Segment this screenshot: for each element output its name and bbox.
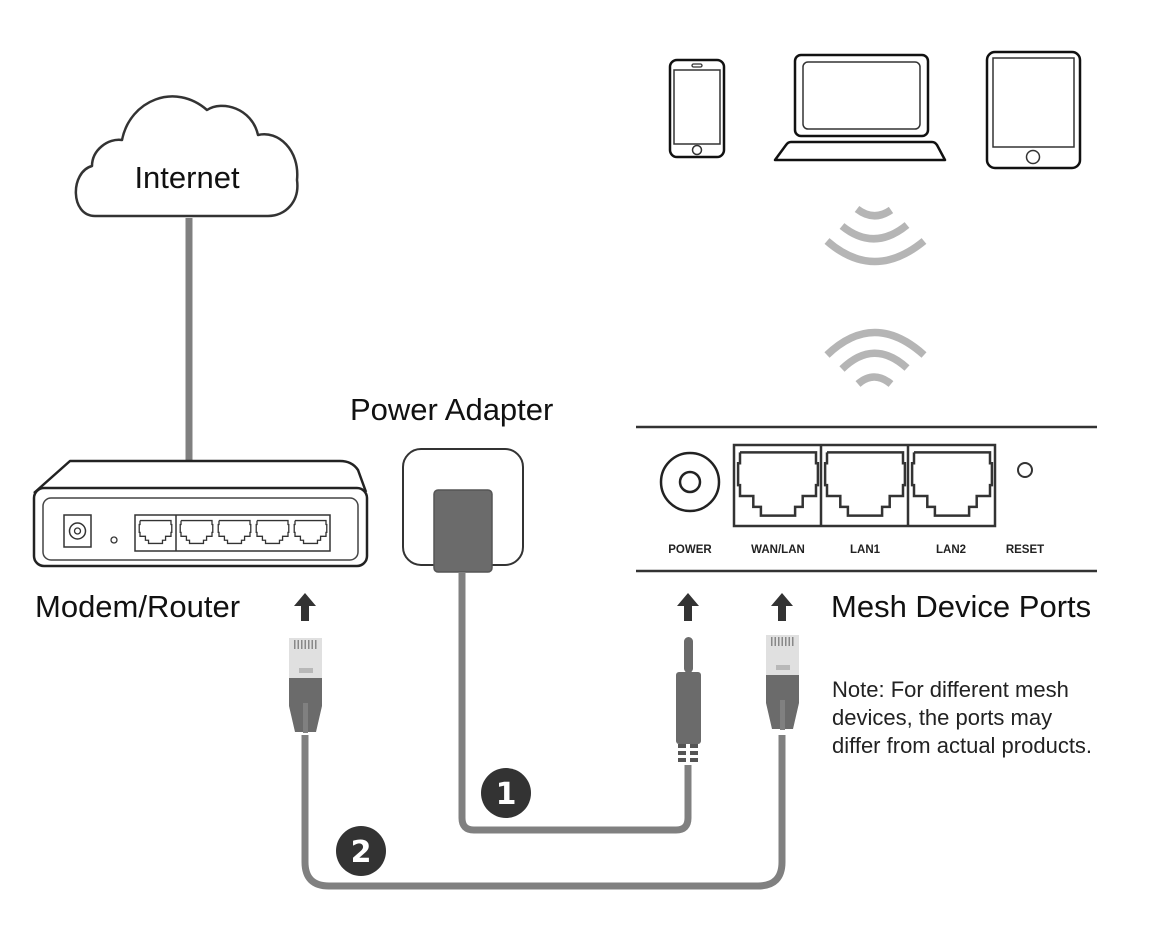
note-line-3: differ from actual products. [832, 733, 1092, 758]
port-label-reset: RESET [1006, 544, 1044, 556]
router-port-1 [138, 519, 173, 545]
ethernet-cable [301, 735, 786, 890]
port-label-wan-lan: WAN/LAN [751, 544, 805, 556]
note-line-1: Note: For different mesh [832, 677, 1069, 702]
mesh-rj45-port-1 [736, 451, 820, 517]
step-badge-2: 2 [336, 826, 386, 876]
laptop-icon [773, 53, 947, 162]
port-label-lan2: LAN2 [936, 544, 966, 556]
router-reset-hole [110, 536, 118, 544]
arrow-to-power-port-icon [677, 593, 699, 621]
ethernet-plug-mesh-icon [766, 635, 799, 730]
wifi-signal-down-icon [824, 205, 927, 266]
router-port-5 [293, 519, 328, 545]
ethernet-plug-router-icon [289, 638, 322, 733]
arrow-to-wan-port-icon [771, 593, 793, 621]
modem-router-icon [32, 459, 369, 568]
router-port-3 [217, 519, 252, 545]
mesh-reset-hole [1017, 462, 1033, 478]
step-badge-1: 1 [481, 768, 531, 818]
port-label-lan1: LAN1 [850, 544, 881, 556]
power-adapter-label: Power Adapter [350, 392, 553, 427]
mesh-device-ports-label: Mesh Device Ports [831, 589, 1091, 624]
mesh-rj45-port-3 [910, 451, 994, 517]
router-ethernet-ports [138, 519, 328, 545]
note-line-2: devices, the ports may [832, 705, 1052, 730]
smartphone-icon [668, 58, 726, 159]
power-cable [458, 572, 692, 834]
router-port-4 [255, 519, 290, 545]
svg-text:1: 1 [496, 777, 517, 812]
power-adapter-icon [402, 448, 524, 573]
router-power-jack [63, 514, 92, 548]
arrow-to-router-icon [294, 593, 316, 621]
mesh-rj45-port-2 [823, 451, 907, 517]
internet-cloud-icon: Internet [74, 95, 299, 463]
tablet-icon [985, 50, 1082, 170]
dc-power-plug-icon [676, 637, 701, 762]
modem-router-label: Modem/Router [35, 589, 240, 624]
port-label-power: POWER [668, 544, 712, 556]
svg-text:2: 2 [351, 835, 372, 870]
note-text: Note: For different mesh devices, the po… [832, 677, 1092, 758]
router-port-2 [179, 519, 214, 545]
wifi-signal-up-icon [824, 328, 927, 388]
mesh-power-port [659, 451, 721, 513]
internet-label: Internet [134, 160, 240, 195]
